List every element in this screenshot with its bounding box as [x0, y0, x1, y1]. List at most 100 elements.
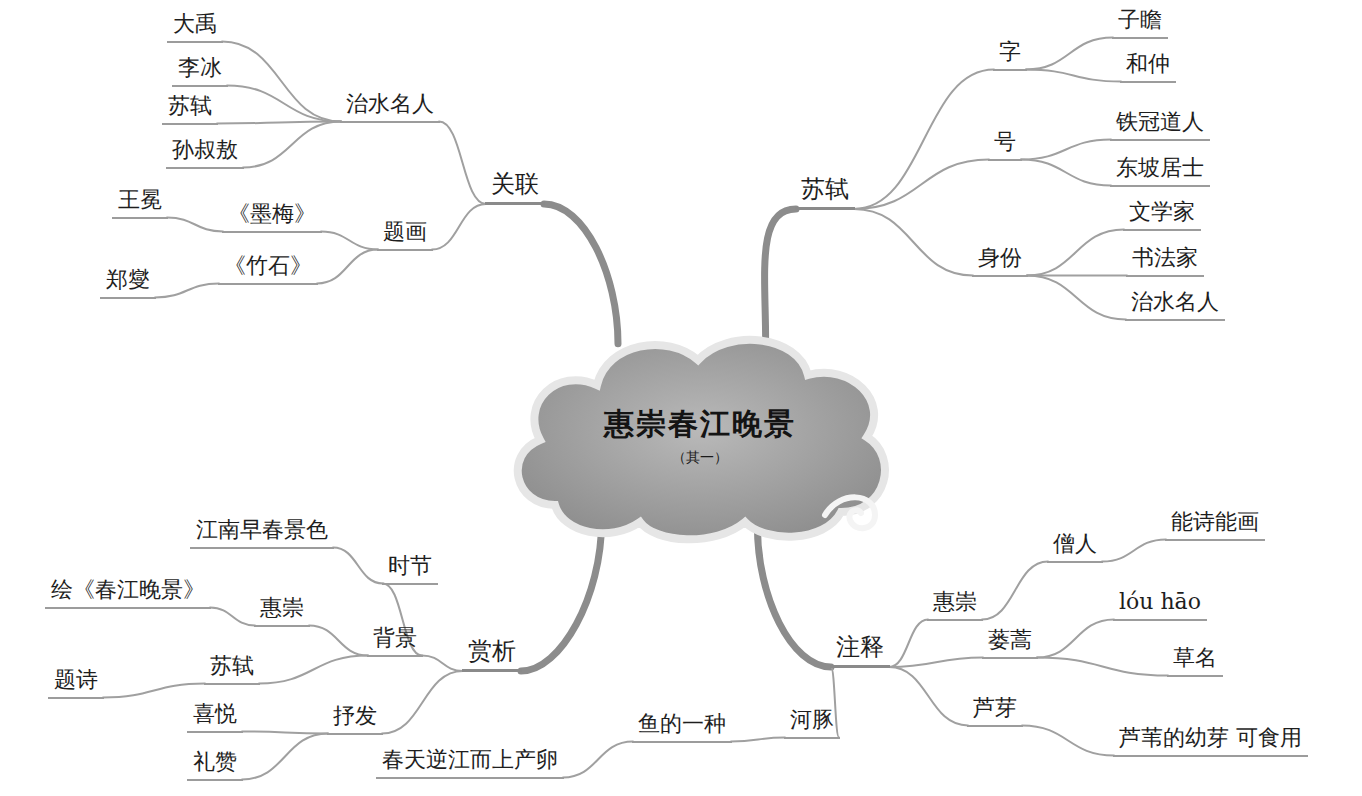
topic-label: 《竹石》: [218, 252, 318, 285]
topic-text: 惠崇: [260, 595, 304, 620]
branch-line: [1027, 276, 1126, 320]
branch-line: [1102, 540, 1166, 562]
topic-text: 绘《春江晚景》: [51, 577, 205, 602]
topic-label: 苏轼: [204, 652, 260, 685]
branch-line: [243, 122, 341, 168]
topic-label: 时节: [382, 552, 438, 585]
topic-text: 喜悦: [193, 701, 237, 726]
topic-label: 草名: [1167, 644, 1223, 677]
topic-text: 书法家: [1132, 245, 1198, 270]
topic-label: lóu hāo: [1113, 588, 1207, 621]
branch-line: [1027, 230, 1124, 276]
branch-line: [227, 86, 341, 122]
topic-label: 僧人: [1047, 530, 1103, 563]
topic-text: 苏轼: [801, 175, 849, 203]
branch-line: [155, 284, 219, 298]
topic-text: 春天逆江而上产卵: [382, 747, 558, 772]
branch-line: [382, 671, 463, 734]
topic-text: 身份: [978, 245, 1022, 270]
topic-text: 蒌蒿: [988, 627, 1032, 652]
main-branch: [521, 521, 602, 671]
branch-line: [333, 548, 383, 584]
topic-label: 惠崇: [254, 594, 310, 627]
branch-line: [1021, 140, 1111, 160]
topic-label: 和仲: [1120, 50, 1176, 83]
topic-label: 李冰: [172, 54, 228, 87]
topic-label: 子瞻: [1112, 6, 1168, 39]
topic-text: 大禹: [173, 11, 217, 36]
topic-text: 僧人: [1053, 531, 1097, 556]
topic-label: 王冕: [112, 186, 168, 219]
topic-text: 东坡居士: [1116, 155, 1204, 180]
topic-label: 孙叔敖: [166, 136, 244, 169]
branch-label: 关联: [485, 169, 545, 205]
topic-text: 关联: [491, 170, 539, 198]
branch-line: [422, 656, 463, 672]
topic-text: 王冕: [118, 187, 162, 212]
topic-label: 蒌蒿: [982, 626, 1038, 659]
topic-label: 治水名人: [340, 90, 440, 123]
topic-text: 背景: [373, 625, 417, 650]
topic-text: 礼赞: [193, 749, 237, 774]
topic-label: 绘《春江晚景》: [45, 576, 211, 609]
topic-label: 身份: [972, 244, 1028, 277]
topic-label: 芦芽: [967, 694, 1023, 727]
branch-line: [1037, 658, 1168, 676]
topic-text: 题诗: [54, 667, 98, 692]
topic-label: 大禹: [167, 10, 223, 43]
branch-label: 赏析: [462, 636, 522, 672]
topic-label: 抒发: [327, 702, 383, 735]
topic-text: 时节: [388, 553, 432, 578]
topic-text: lóu hāo: [1119, 589, 1201, 614]
branch-line: [242, 732, 328, 734]
poem-subtitle: （其一）: [672, 449, 728, 467]
topic-label: 苏轼: [162, 92, 218, 125]
topic-label: 题诗: [48, 666, 104, 699]
topic-label: 喜悦: [187, 700, 243, 733]
topic-text: 李冰: [178, 55, 222, 80]
topic-text: 河豚: [790, 707, 834, 732]
topic-label: 芦苇的幼芽 可食用: [1113, 724, 1308, 757]
topic-label: 鱼的一种: [632, 710, 732, 743]
branch-line: [103, 684, 205, 698]
topic-label: 礼赞: [187, 748, 243, 781]
topic-label: 背景: [367, 624, 423, 657]
branch-line: [889, 667, 968, 726]
topic-text: 江南早春景色: [196, 517, 328, 542]
main-branch: [544, 204, 618, 344]
branch-line: [210, 608, 255, 626]
branch-line: [309, 626, 368, 656]
topic-text: 草名: [1173, 645, 1217, 670]
topic-text: 子瞻: [1118, 7, 1162, 32]
topic-label: 《墨梅》: [222, 200, 322, 233]
topic-label: 书法家: [1126, 244, 1204, 277]
topic-text: 《竹石》: [224, 253, 312, 278]
topic-label: 惠崇: [927, 588, 983, 621]
topic-label: 能诗能画: [1165, 508, 1265, 541]
branch-line: [889, 658, 983, 668]
topic-text: 苏轼: [168, 93, 212, 118]
poem-title: 惠崇春江晚景: [604, 404, 796, 445]
topic-label: 春天逆江而上产卵: [376, 746, 564, 779]
main-branch: [757, 526, 831, 667]
branch-line: [854, 70, 994, 210]
topic-text: 字: [999, 39, 1021, 64]
branch-line: [222, 42, 341, 122]
branch-label: 注释: [830, 632, 890, 668]
topic-text: 抒发: [333, 703, 377, 728]
branch-line: [889, 620, 928, 668]
branch-line: [1037, 620, 1114, 658]
topic-text: 芦芽: [973, 695, 1017, 720]
topic-text: 和仲: [1126, 51, 1170, 76]
topic-text: 赏析: [468, 637, 516, 665]
central-cloud: 惠崇春江晚景 （其一）: [495, 315, 905, 555]
topic-label: 治水名人: [1125, 288, 1225, 321]
branch-line: [242, 734, 328, 780]
branch-line: [1021, 160, 1111, 186]
topic-label: 文学家: [1123, 198, 1201, 231]
topic-text: 注释: [836, 633, 884, 661]
branch-line: [982, 562, 1048, 620]
topic-text: 苏轼: [210, 653, 254, 678]
topic-text: 芦苇的幼芽 可食用: [1119, 725, 1302, 750]
branch-line: [439, 122, 486, 205]
